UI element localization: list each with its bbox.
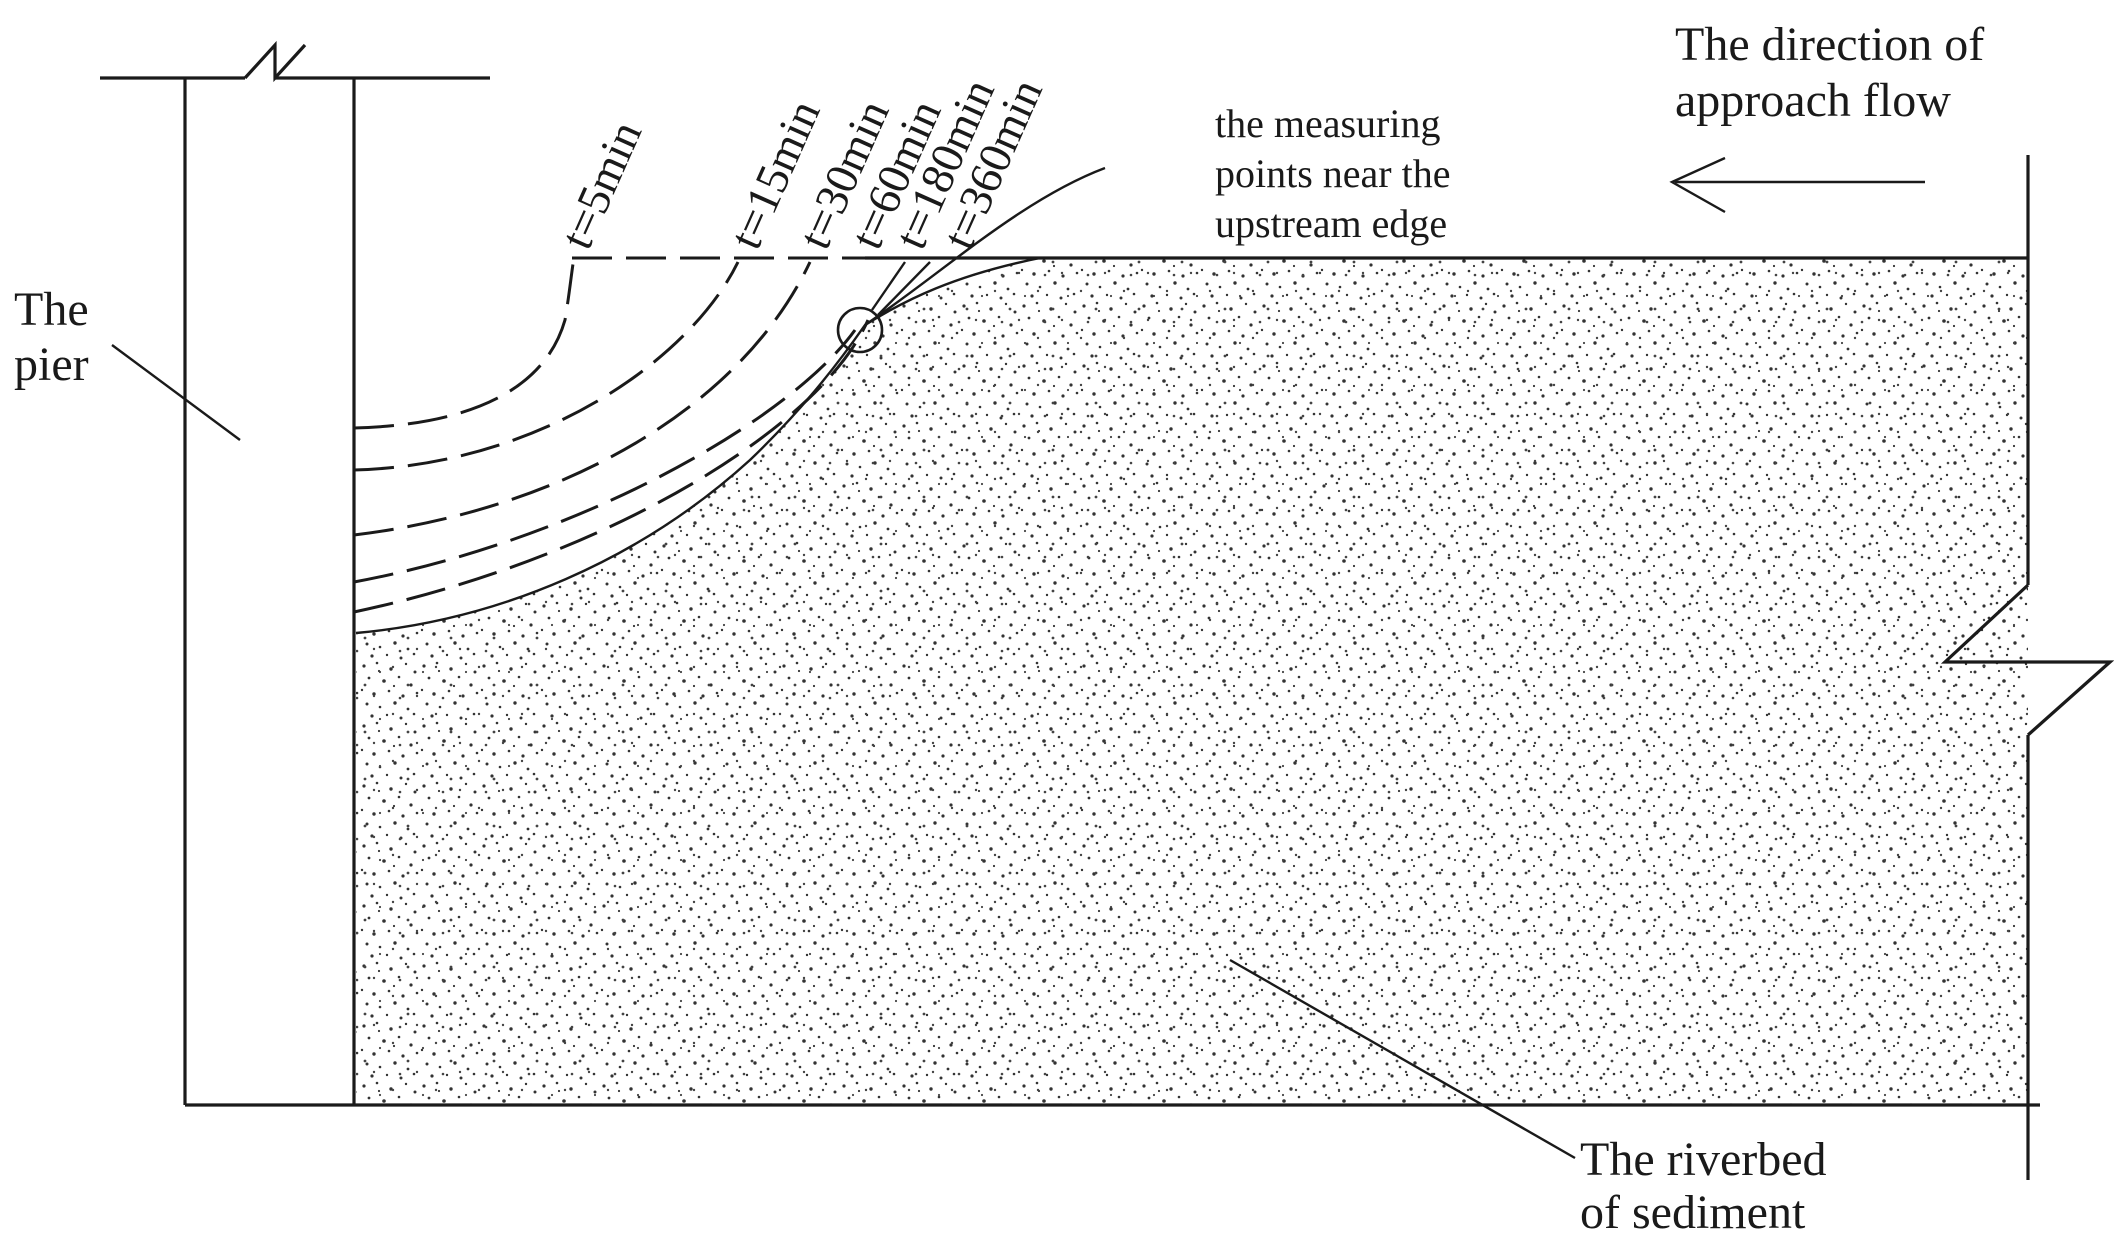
profile-60min	[353, 329, 857, 584]
measure-label-line3: upstream edge	[1215, 201, 1447, 246]
flow-label-line1: The direction of	[1675, 18, 1984, 71]
profile-180min	[353, 319, 870, 614]
riverbed-label-line2: of sediment	[1580, 1186, 1806, 1239]
profile-15min	[353, 261, 740, 472]
measure-label-line1: the measuring	[1215, 101, 1441, 146]
flow-label-line2: approach flow	[1675, 74, 1951, 127]
time-label-5min: t=5min	[551, 114, 652, 257]
pier-label-line1: The	[14, 283, 89, 336]
measure-label-line2: points near the	[1215, 151, 1451, 196]
profile-5min	[353, 257, 576, 430]
flow-arrow-icon	[1669, 156, 1925, 214]
scour-profiles	[353, 166, 1106, 635]
pier-leader	[111, 344, 241, 441]
riverbed-leader	[1229, 958, 1576, 1160]
pier-shape	[100, 40, 490, 1105]
profile-30min	[353, 261, 812, 537]
sediment-fill	[356, 258, 2028, 1105]
profile-360min	[355, 256, 1041, 635]
measuring-point-circle	[836, 306, 884, 354]
flume-end-wall	[1940, 155, 2114, 1180]
riverbed-label-line1: The riverbed	[1580, 1133, 1827, 1186]
pier-label-line2: pier	[14, 338, 89, 391]
